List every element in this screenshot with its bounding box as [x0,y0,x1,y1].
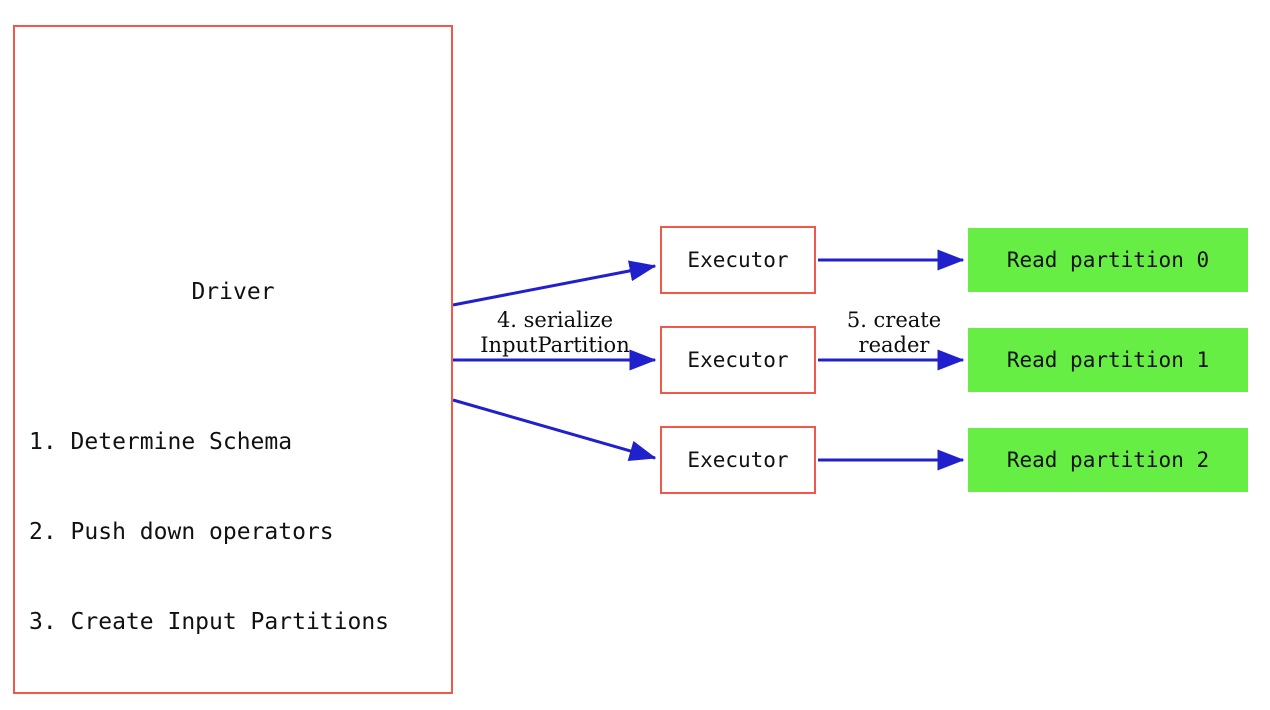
driver-title: Driver [191,279,275,305]
edge-label-create-reader-line-1: 5. create [846,308,942,332]
edge-label-create-reader-line-2: reader [858,333,930,357]
edge-label-create-reader: 5. create reader [824,308,964,358]
read-partition-node-1[interactable]: Read partition 1 [968,328,1248,392]
read-partition-node-2[interactable]: Read partition 2 [968,428,1248,492]
edge-label-serialize-input-partition: 4. serialize InputPartition [455,308,655,358]
driver-step-2: 2. Push down operators [29,519,334,545]
driver-step-3: 3. Create Input Partitions [29,609,390,635]
executor-node-1[interactable]: Executor [660,326,816,394]
executor-node-0[interactable]: Executor [660,226,816,294]
edge-label-serialize-line-2: InputPartition [480,333,630,357]
driver-step-1: 1. Determine Schema [29,429,293,455]
driver-step-list: 1. Determine Schema 2. Push down operato… [29,367,389,697]
driver-node[interactable]: Driver 1. Determine Schema 2. Push down … [13,25,453,694]
executor-node-2[interactable]: Executor [660,426,816,494]
edge-label-serialize-line-1: 4. serialize [496,308,614,332]
read-partition-node-0[interactable]: Read partition 0 [968,228,1248,292]
edge-driver-to-executor-2 [452,398,657,462]
edge-driver-to-executor-0 [452,260,657,307]
